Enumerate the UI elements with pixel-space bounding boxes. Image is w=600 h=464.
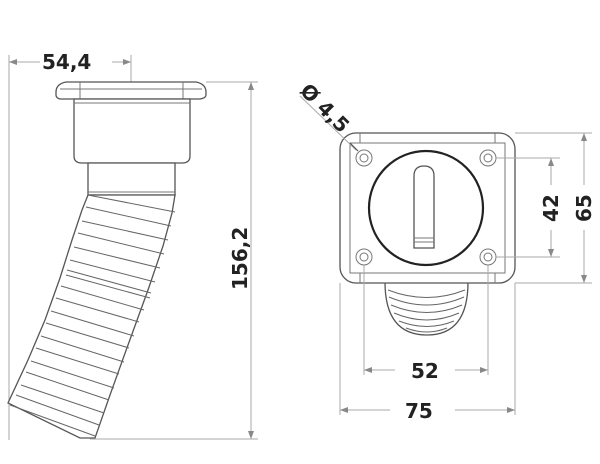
hose-bottom-view [384, 281, 469, 336]
height-dimension: 156,2 [90, 81, 258, 440]
hole-spacing-horizontal-label: 52 [411, 359, 439, 383]
side-view: 54,4 [7, 50, 258, 440]
drain-cap [367, 149, 485, 267]
hole-spacing-vertical-label: 42 [539, 194, 563, 222]
width-label: 54,4 [42, 50, 91, 74]
corrugated-hose [7, 194, 176, 439]
top-view: Ø 4,5 42 65 [295, 79, 596, 423]
flange-height-label: 65 [572, 194, 596, 222]
mounting-holes [355, 149, 497, 266]
height-label: 156,2 [228, 227, 252, 290]
flange-width-label: 75 [405, 399, 433, 423]
flange-width-dimension: 75 [339, 283, 516, 423]
mounting-hole-top-left [355, 149, 373, 167]
hole-spacing-horizontal-dimension: 52 [363, 265, 489, 383]
hole-spacing-vertical-dimension: 42 [496, 157, 563, 258]
hole-diameter-label: Ø 4,5 [295, 79, 354, 138]
drain-flange [55, 81, 207, 196]
flange-height-dimension: 65 [515, 132, 596, 284]
